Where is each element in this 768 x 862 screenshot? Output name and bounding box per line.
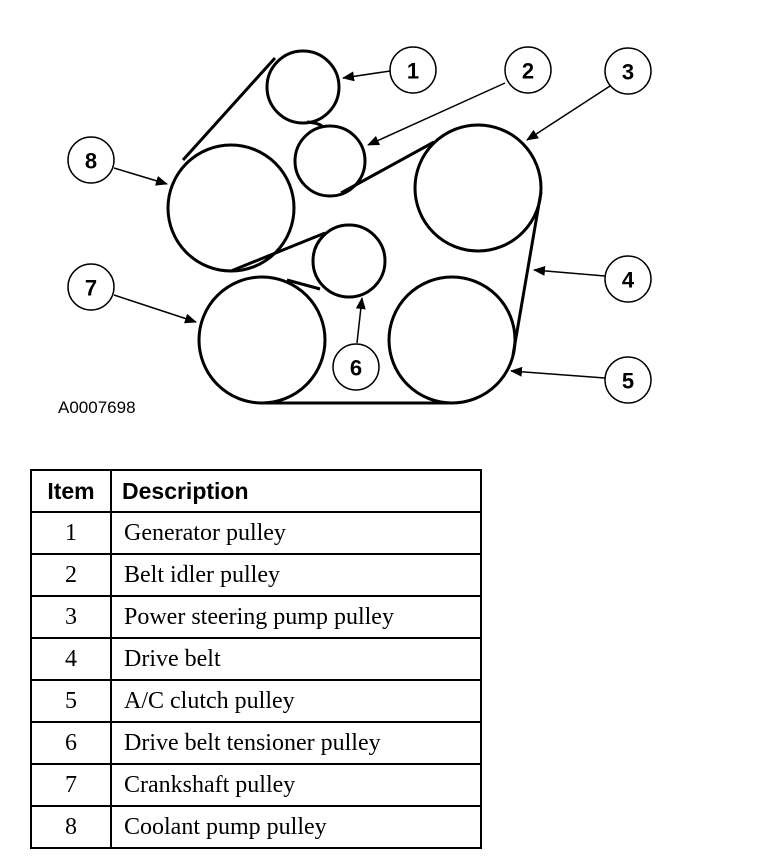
- callout-2-circle: [504, 46, 552, 94]
- callout-5-number: 5: [622, 369, 634, 394]
- belt-routing-diagram: 1 2 3 4 5 6 7 8 A0007698: [58, 46, 652, 417]
- table-cell-description: Coolant pump pulley: [110, 805, 482, 849]
- callout-4-number: 4: [622, 268, 635, 293]
- callout-3-number: 3: [622, 60, 634, 85]
- callout-2-number: 2: [522, 59, 534, 84]
- legend-table: Item Description 1 Generator pulley 2 Be…: [30, 469, 482, 849]
- callout-1-circle: [389, 46, 437, 94]
- leader-2: [367, 82, 506, 146]
- callout-1-number: 1: [407, 59, 419, 84]
- leader-5: [510, 366, 606, 379]
- leader-6: [355, 297, 366, 344]
- table-row: 3 Power steering pump pulley: [30, 595, 482, 639]
- leader-7: [113, 294, 197, 324]
- table-cell-item: 5: [30, 679, 112, 723]
- table-cell-item: 2: [30, 553, 112, 597]
- callout-4-circle: [604, 255, 652, 303]
- table-row: 5 A/C clutch pulley: [30, 679, 482, 723]
- callout-6-number: 6: [350, 356, 362, 381]
- legend-header-row: Item Description: [30, 469, 482, 513]
- table-row: 6 Drive belt tensioner pulley: [30, 721, 482, 765]
- table-row: 8 Coolant pump pulley: [30, 805, 482, 849]
- table-cell-description: Drive belt tensioner pulley: [110, 721, 482, 765]
- callout-6-circle: [332, 343, 380, 391]
- leader-8: [113, 167, 168, 186]
- table-cell-item: 4: [30, 637, 112, 681]
- pulley-5-ac-clutch: [387, 275, 517, 405]
- callout-7-number: 7: [85, 276, 97, 301]
- table-cell-item: 7: [30, 763, 112, 807]
- legend-header-description: Description: [110, 469, 482, 513]
- drive-belt: [181, 56, 543, 405]
- table-cell-item: 1: [30, 511, 112, 555]
- table-row: 2 Belt idler pulley: [30, 553, 482, 597]
- pulley-6-tensioner: [311, 223, 387, 299]
- table-row: 1 Generator pulley: [30, 511, 482, 555]
- table-cell-item: 6: [30, 721, 112, 765]
- table-cell-description: A/C clutch pulley: [110, 679, 482, 723]
- callout-8-number: 8: [85, 149, 97, 174]
- leader-3: [526, 85, 611, 141]
- table-cell-item: 3: [30, 595, 112, 639]
- pulley-1-generator: [265, 49, 341, 125]
- callout-7-circle: [67, 263, 115, 311]
- table-cell-description: Drive belt: [110, 637, 482, 681]
- callout-5-circle: [604, 356, 652, 404]
- pulley-2-belt-idler: [293, 124, 367, 198]
- table-row: 7 Crankshaft pulley: [30, 763, 482, 807]
- pulley-3-power-steering: [413, 123, 543, 253]
- table-cell-description: Power steering pump pulley: [110, 595, 482, 639]
- pulley-7-crankshaft: [197, 275, 327, 405]
- callout-3-circle: [604, 47, 652, 95]
- leader-1: [342, 70, 391, 82]
- table-cell-item: 8: [30, 805, 112, 849]
- table-row: 4 Drive belt: [30, 637, 482, 681]
- leader-4: [533, 265, 606, 277]
- table-cell-description: Crankshaft pulley: [110, 763, 482, 807]
- table-cell-description: Belt idler pulley: [110, 553, 482, 597]
- table-cell-description: Generator pulley: [110, 511, 482, 555]
- figure-id-label: A0007698: [58, 398, 136, 417]
- callout-8-circle: [67, 136, 115, 184]
- legend-header-item: Item: [30, 469, 112, 513]
